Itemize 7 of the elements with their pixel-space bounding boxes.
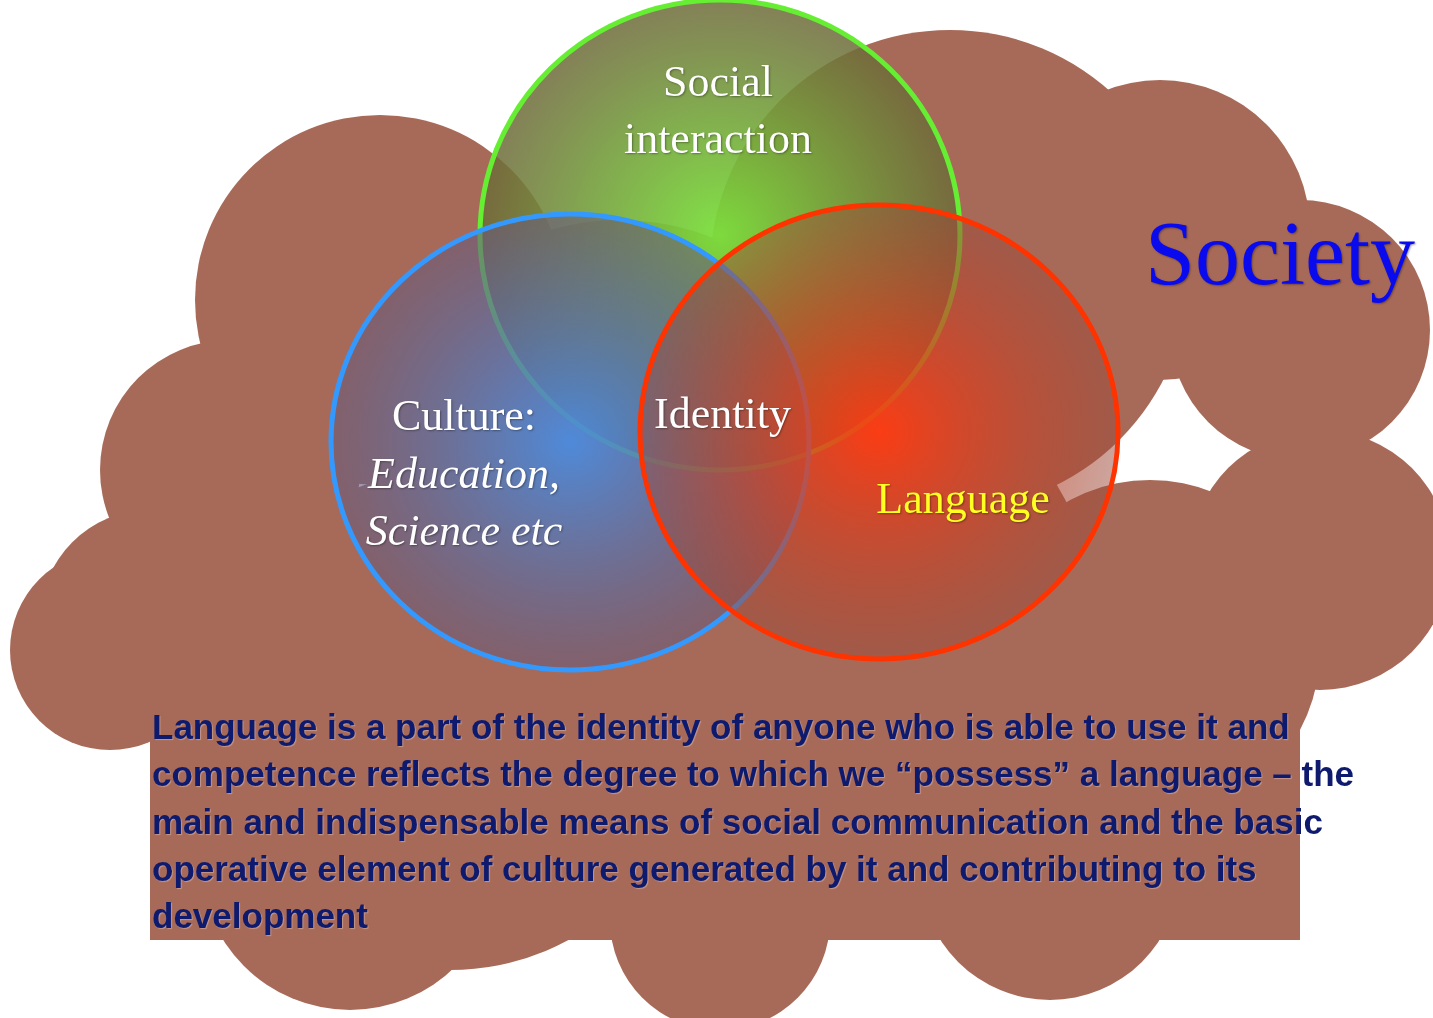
circle-label: Language	[875, 473, 1051, 525]
circle-label: Social interaction	[622, 56, 814, 166]
venn-circle	[638, 203, 1120, 661]
title-text: Society	[1144, 203, 1416, 305]
circle-label: Culture:	[390, 390, 538, 442]
circle-label: Education, Science etc	[364, 448, 564, 558]
overlap-label: Identity	[653, 388, 792, 440]
